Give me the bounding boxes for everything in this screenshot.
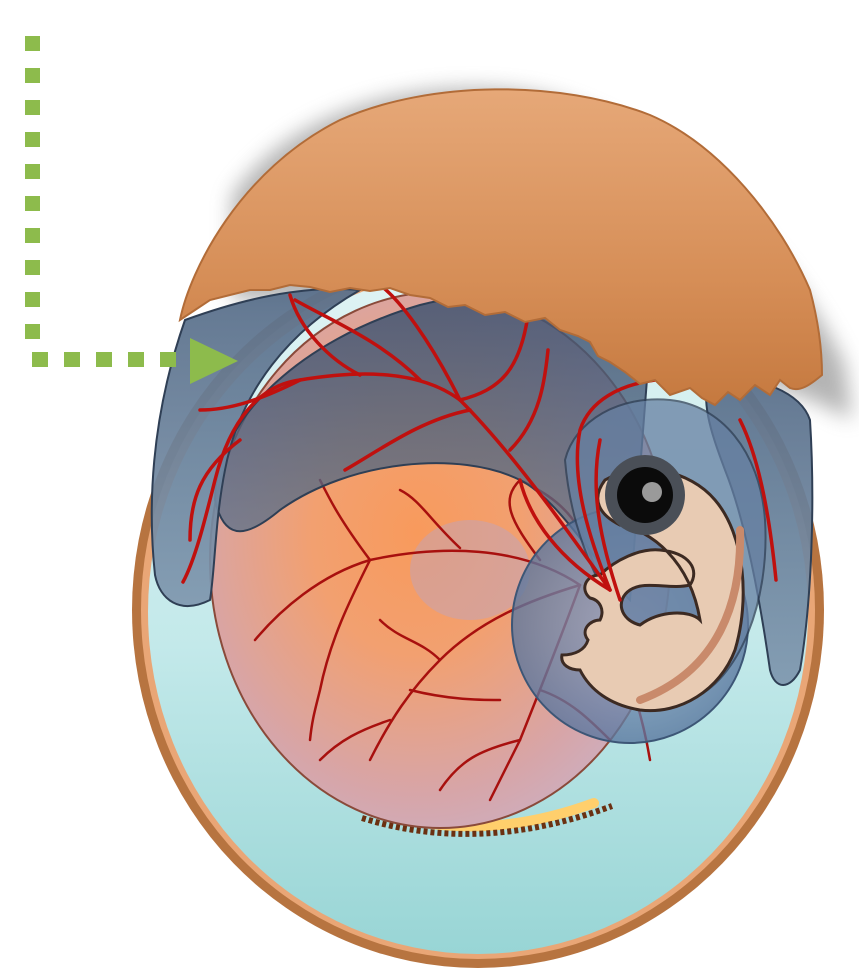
embryo-eye-highlight (642, 482, 662, 502)
pointer-horizontal-dots (32, 352, 176, 367)
yolk-highlight (410, 520, 530, 620)
pointer-vertical-dots (25, 36, 40, 339)
